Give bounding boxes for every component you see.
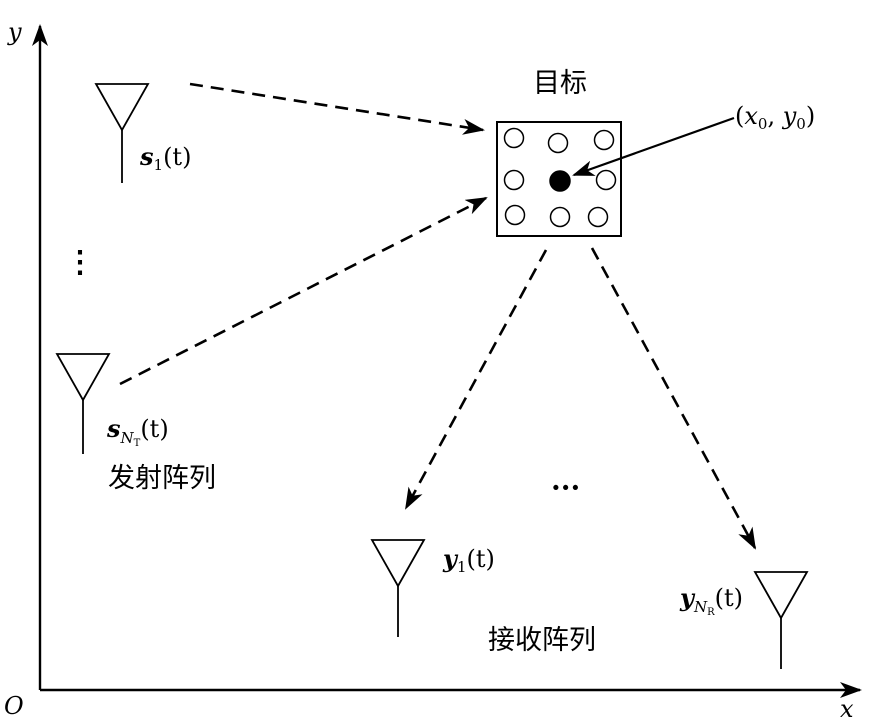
- tx-ellipsis: ⋮: [65, 245, 95, 280]
- txn-to-target-arrow: [119, 196, 488, 386]
- target-to-rx1-arrow: [404, 249, 548, 510]
- scatterer: [587, 206, 609, 228]
- tx-antenna-1: [94, 83, 150, 183]
- scatterer: [504, 204, 526, 226]
- tx1-to-target-arrow: [189, 82, 485, 135]
- center-pointer-arrow: [572, 116, 735, 177]
- tx-signal-1: s1(t): [139, 142, 191, 174]
- rx-antenna-n: [753, 571, 809, 669]
- rx-signal-1: y1(t): [442, 544, 495, 576]
- scatterer-grid: [503, 127, 617, 228]
- rx-antenna-1: [370, 539, 426, 637]
- scatterer: [503, 169, 525, 191]
- antenna-icon: [55, 353, 111, 402]
- scatterer: [503, 127, 525, 149]
- origin-label: O: [4, 692, 24, 720]
- antenna-icon: [370, 539, 426, 588]
- scatterer-center: [549, 170, 571, 192]
- scatterer: [549, 206, 571, 228]
- target-to-rxn-arrow: [590, 247, 757, 550]
- tx-signal-n: sNT(t): [106, 414, 169, 449]
- antenna-icon: [753, 571, 809, 620]
- target: 目标 (x0, y0): [496, 68, 815, 237]
- scatterer: [593, 129, 615, 151]
- tx-antenna-n: [55, 353, 111, 454]
- receive-array-label: 接收阵列: [488, 625, 596, 656]
- transmit-array: s1(t) ⋮ sNT(t) 发射阵列: [55, 83, 216, 494]
- scatterer: [547, 132, 569, 154]
- scatterer: [595, 169, 617, 191]
- rx-ellipsis: ···: [551, 471, 580, 504]
- rx-signal-n: yNR(t): [679, 583, 743, 618]
- target-coordinate: (x0, y0): [735, 102, 815, 133]
- antenna-icon: [94, 83, 150, 132]
- receive-array: y1(t) ··· yNR(t) 接收阵列: [370, 471, 809, 669]
- x-axis-label: x: [840, 695, 854, 723]
- axes: y x O: [4, 18, 862, 723]
- target-label: 目标: [533, 68, 587, 99]
- y-axis-label: y: [7, 18, 22, 46]
- transmit-array-label: 发射阵列: [108, 463, 216, 494]
